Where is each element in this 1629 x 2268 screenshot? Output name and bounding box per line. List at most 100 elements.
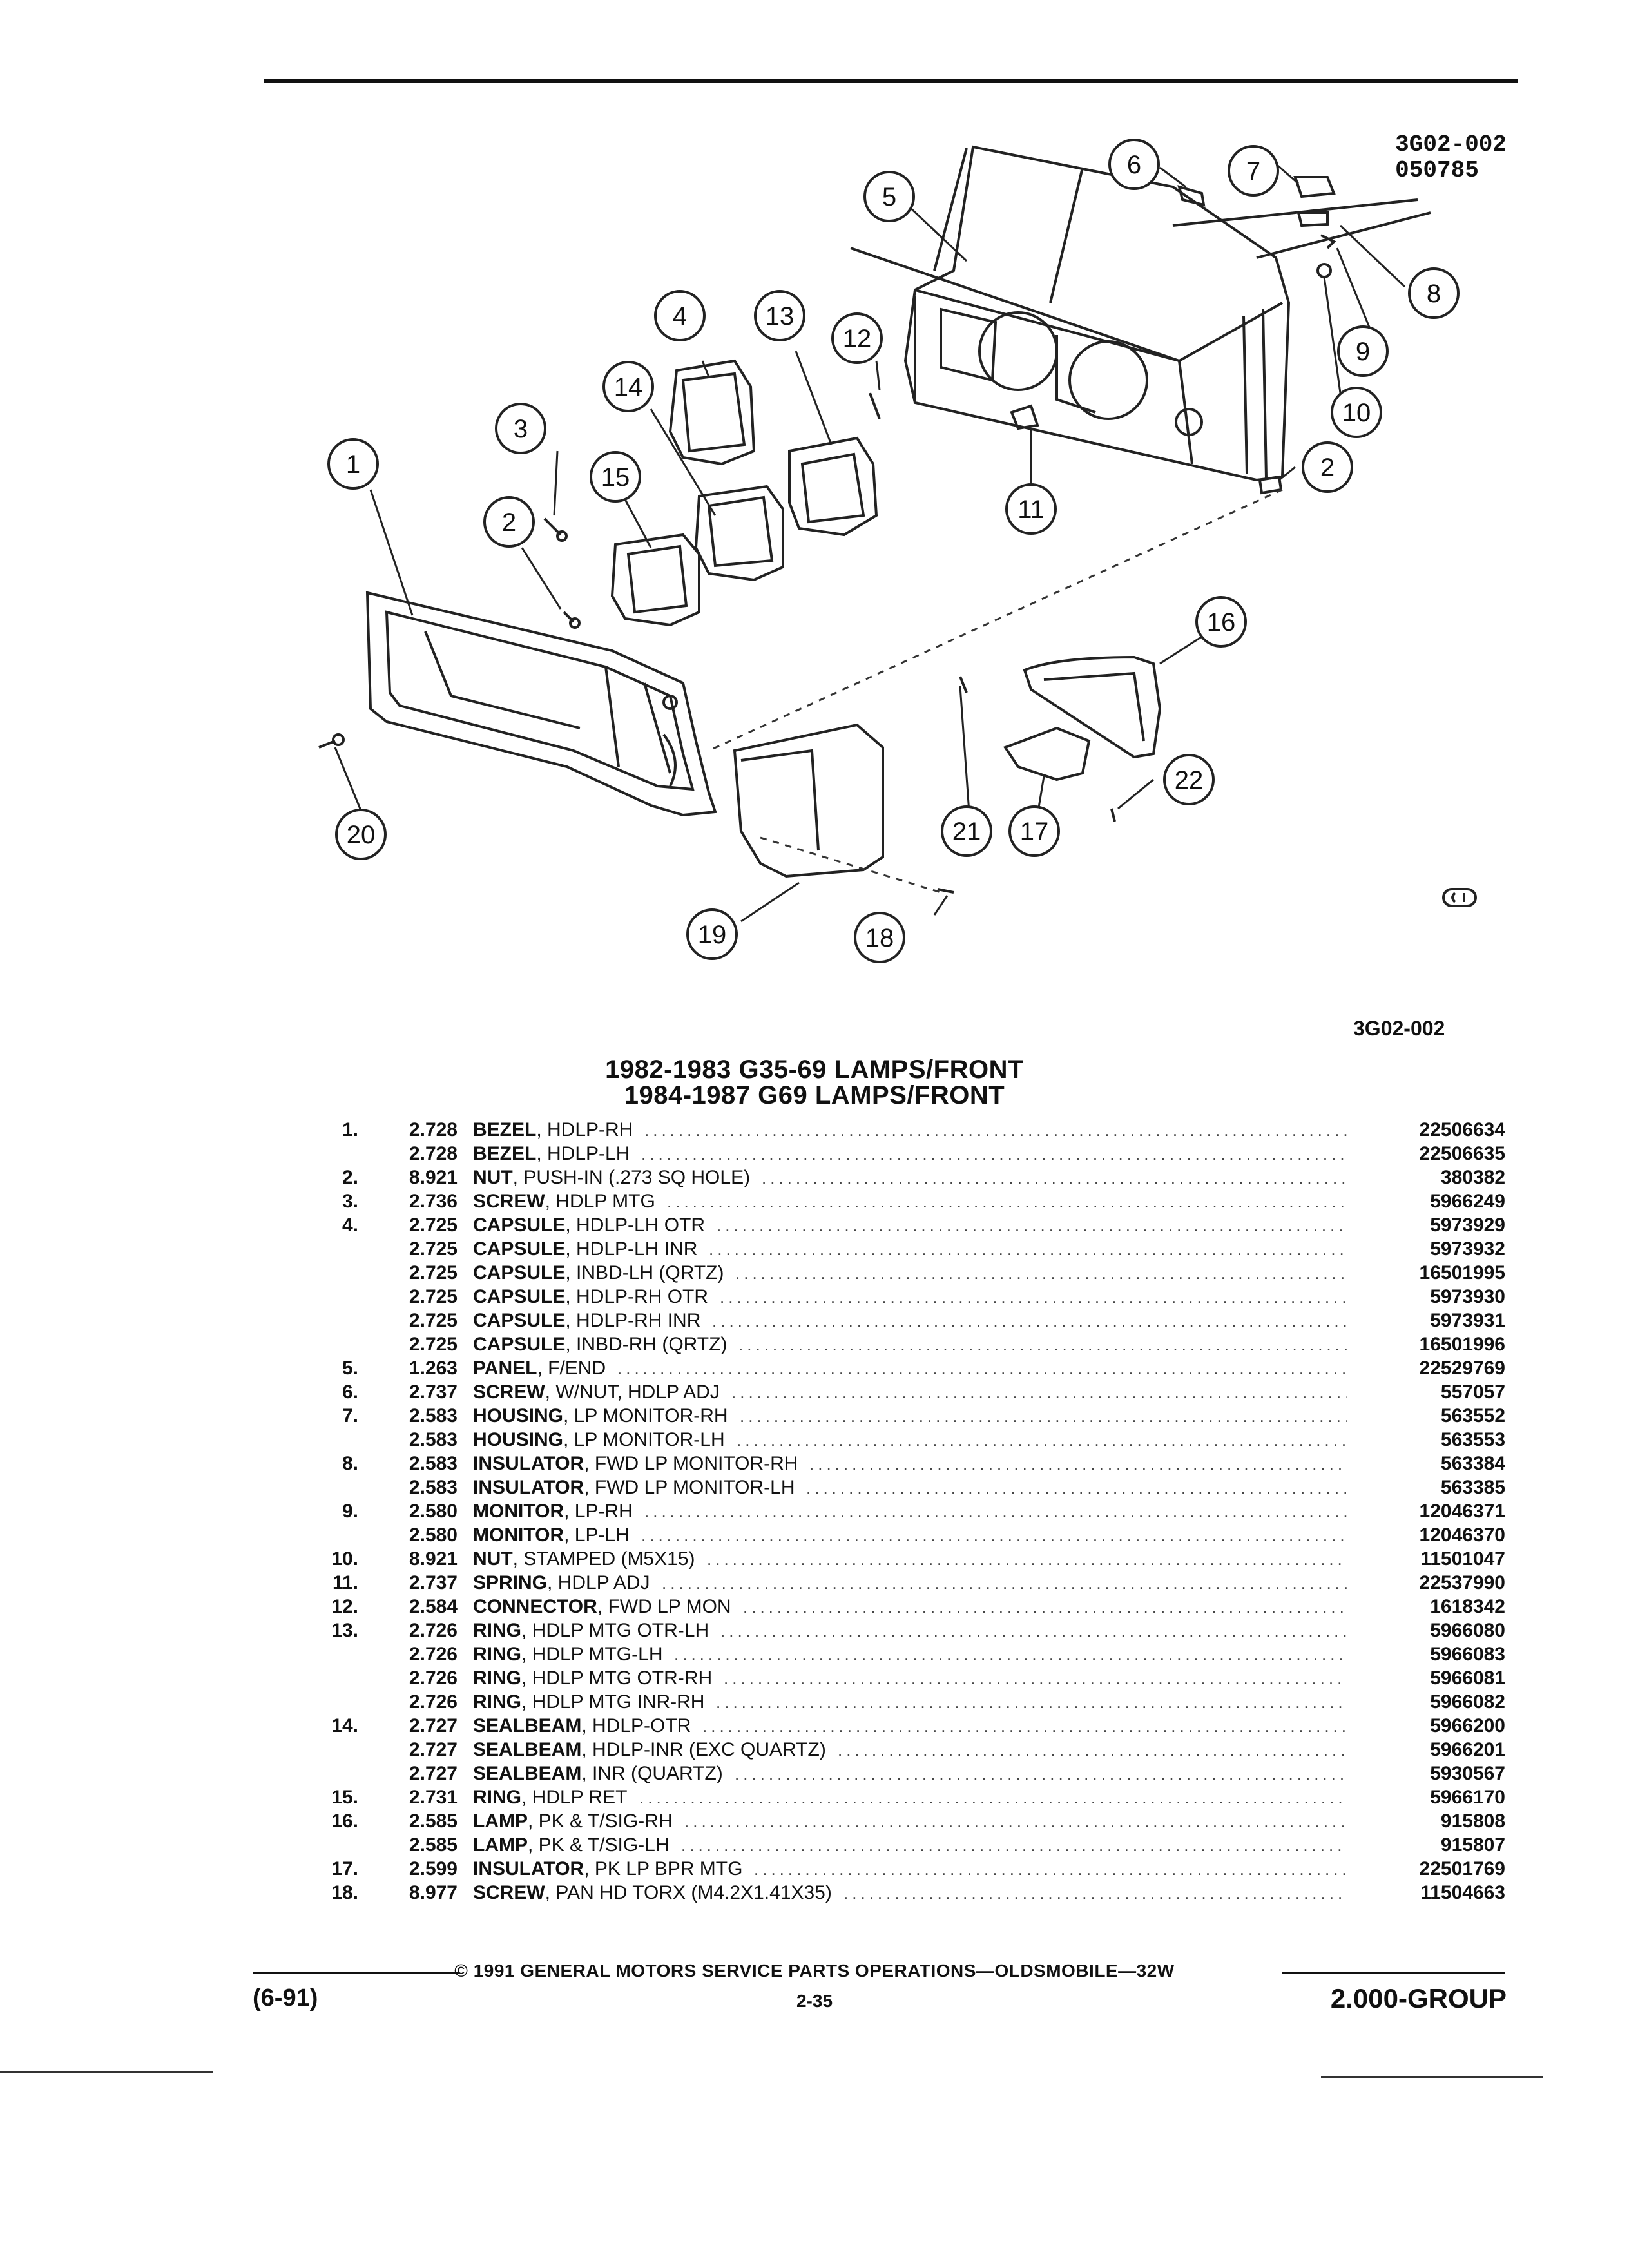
parts-row: ........................................… — [0, 1762, 1629, 1785]
dot-leader: ........................................… — [617, 1359, 1347, 1378]
top-rule — [264, 79, 1518, 83]
part-number: 380382 — [1440, 1167, 1505, 1188]
callout-19: 19 — [698, 921, 727, 949]
callout-circles — [327, 139, 1460, 963]
group-code: 2.583 — [409, 1429, 458, 1450]
part-description: NUT, PUSH-IN (.273 SQ HOLE) — [473, 1166, 750, 1189]
footer-rule-left — [253, 1972, 459, 1974]
part-description: CAPSULE, HDLP-RH INR — [473, 1309, 700, 1332]
parts-row: ........................................… — [0, 1834, 1629, 1857]
callout-22: 22 — [1175, 766, 1204, 794]
part-detail: , PUSH-IN (.273 SQ HOLE) — [512, 1167, 751, 1188]
diagram-code: 3G02-002 — [1395, 131, 1507, 158]
part-name: CAPSULE — [473, 1215, 566, 1236]
part-detail: , HDLP-RH OTR — [565, 1286, 709, 1307]
dot-leader: ........................................… — [754, 1860, 1347, 1879]
part-number: 5973931 — [1430, 1310, 1505, 1331]
part-detail: , PAN HD TORX (M4.2X1.41X35) — [545, 1882, 832, 1903]
parts-row: ........................................… — [0, 1810, 1629, 1833]
item-number: 2. — [342, 1167, 358, 1188]
group-code: 2.583 — [409, 1477, 458, 1498]
group-code: 2.725 — [409, 1238, 458, 1260]
part-description: CAPSULE, HDLP-LH OTR — [473, 1214, 705, 1237]
part-name: HOUSING — [473, 1405, 564, 1427]
callout-16: 16 — [1207, 608, 1236, 637]
part-description: RING, HDLP MTG OTR-RH — [473, 1667, 712, 1690]
part-description: RING, HDLP MTG-LH — [473, 1643, 662, 1666]
dot-leader: ........................................… — [662, 1573, 1347, 1593]
part-detail: , INR (QUARTZ) — [581, 1763, 723, 1784]
dot-leader: ........................................… — [724, 1669, 1347, 1688]
group-code: 8.921 — [409, 1548, 458, 1570]
page-number: 2-35 — [796, 1991, 833, 2011]
item-number: 4. — [342, 1215, 358, 1236]
callout-8: 8 — [1427, 280, 1441, 308]
part-detail: , PK & T/SIG-RH — [528, 1811, 673, 1832]
retaining-ring-drawing — [610, 533, 700, 627]
parts-row: ........................................… — [0, 1238, 1629, 1261]
item-number: 3. — [342, 1191, 358, 1212]
diagram-date-code: 050785 — [1395, 157, 1479, 184]
part-description: BEZEL, HDLP-LH — [473, 1142, 630, 1166]
parts-row: ........................................… — [0, 1619, 1629, 1642]
sealbeam-drawing — [694, 485, 784, 582]
dot-leader: ........................................… — [737, 1430, 1347, 1450]
part-name: RING — [473, 1667, 521, 1689]
part-name: INSULATOR — [473, 1858, 584, 1879]
part-name: CAPSULE — [473, 1238, 566, 1260]
dot-leader: ........................................… — [674, 1645, 1347, 1664]
group-code: 2.737 — [409, 1572, 458, 1593]
callout-4: 4 — [673, 302, 687, 331]
callout-21: 21 — [952, 818, 981, 846]
part-number: 22529769 — [1419, 1358, 1505, 1379]
parts-row: ........................................… — [0, 1262, 1629, 1285]
part-description: PANEL, F/END — [473, 1357, 606, 1380]
part-detail: , HDLP MTG — [545, 1191, 655, 1212]
dot-leader: ........................................… — [720, 1621, 1347, 1640]
part-detail: , PK LP BPR MTG — [584, 1858, 743, 1879]
part-description: CONNECTOR, FWD LP MON — [473, 1595, 731, 1619]
part-description: MONITOR, LP-LH — [473, 1524, 630, 1547]
parts-row: ........................................… — [0, 1190, 1629, 1213]
item-number: 16. — [331, 1811, 358, 1832]
group-code: 8.921 — [409, 1167, 458, 1188]
part-description: HOUSING, LP MONITOR-RH — [473, 1405, 728, 1428]
part-number: 5966080 — [1430, 1620, 1505, 1641]
callout-12: 12 — [843, 325, 872, 353]
part-number: 22501769 — [1419, 1858, 1505, 1879]
part-name: RING — [473, 1620, 521, 1641]
dot-leader: ........................................… — [735, 1764, 1347, 1783]
part-number: 1618342 — [1430, 1596, 1505, 1617]
part-detail: , LP-RH — [564, 1501, 633, 1522]
callout-10: 10 — [1342, 399, 1371, 427]
part-description: RING, HDLP RET — [473, 1786, 628, 1809]
part-number: 5973932 — [1430, 1238, 1505, 1260]
item-number: 8. — [342, 1453, 358, 1474]
item-number: 14. — [331, 1715, 358, 1736]
part-description: NUT, STAMPED (M5X15) — [473, 1548, 695, 1571]
part-description: CAPSULE, HDLP-RH OTR — [473, 1285, 708, 1309]
dot-leader: ........................................… — [707, 1550, 1347, 1569]
part-description: SCREW, PAN HD TORX (M4.2X1.41X35) — [473, 1881, 832, 1905]
part-detail: , FWD LP MON — [597, 1596, 731, 1617]
group-code: 2.725 — [409, 1286, 458, 1307]
exploded-parts-diagram: 1 2 2 3 4 5 6 7 8 9 10 11 12 13 14 15 16… — [318, 139, 1477, 963]
parts-row: ........................................… — [0, 1142, 1629, 1166]
section-heading-1: 1982-1983 G35-69 LAMPS/FRONT — [605, 1055, 1024, 1084]
part-name: BEZEL — [473, 1119, 537, 1140]
part-detail: , HDLP-RH INR — [565, 1310, 701, 1331]
part-name: SPRING — [473, 1572, 548, 1593]
part-number: 563552 — [1440, 1405, 1505, 1427]
group-code: 2.727 — [409, 1739, 458, 1760]
part-detail: , HDLP-RH — [536, 1119, 633, 1140]
part-number: 22537990 — [1419, 1572, 1505, 1593]
parts-row: ........................................… — [0, 1667, 1629, 1690]
part-number: 11501047 — [1420, 1548, 1505, 1570]
part-number: 5966083 — [1430, 1644, 1505, 1665]
part-number: 12046370 — [1419, 1524, 1505, 1546]
part-detail: , INBD-RH (QRTZ) — [565, 1334, 728, 1355]
part-detail: , PK & T/SIG-LH — [528, 1834, 670, 1856]
dot-leader: ........................................… — [644, 1502, 1347, 1521]
part-name: NUT — [473, 1548, 513, 1570]
